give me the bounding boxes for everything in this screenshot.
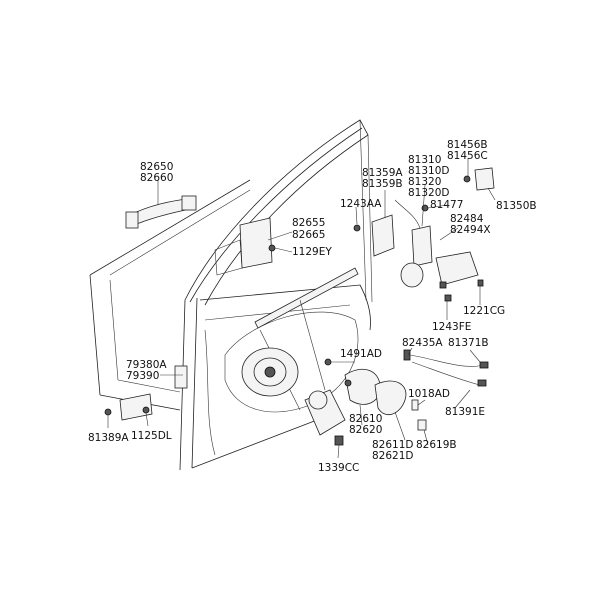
label-82619B: 82619B: [416, 439, 457, 451]
label-1018AD: 1018AD: [408, 388, 450, 400]
lock-cover: [371, 214, 395, 257]
label-81456C: 81456C: [447, 150, 488, 162]
leader-lines: [107, 158, 496, 459]
label-82650: 82650: [140, 161, 173, 173]
label-81389A: 81389A: [88, 432, 129, 444]
label-81456B: 81456B: [447, 139, 488, 151]
lock-cables: [403, 349, 489, 431]
label-1221CG: 1221CG: [463, 305, 505, 317]
regulator-drum: [241, 347, 299, 397]
label-81477: 81477: [430, 199, 463, 211]
door-lock-assembly: [394, 199, 433, 288]
actuator-bracket: [435, 251, 484, 302]
label-79380A: 79380A: [126, 359, 167, 371]
label-82484: 82484: [450, 213, 484, 225]
outside-handle: [125, 195, 197, 229]
label-81371B: 81371B: [448, 337, 489, 349]
striker: [463, 167, 495, 191]
label-82665: 82665: [292, 229, 325, 241]
inside-handle: [344, 368, 407, 416]
label-81310: 81310: [408, 154, 441, 166]
label-82494X: 82494X: [450, 224, 491, 236]
bolt-1243AA: [353, 224, 361, 232]
label-1125DL: 1125DL: [131, 430, 172, 442]
handle-base: [214, 217, 276, 276]
label-81359B: 81359B: [362, 178, 403, 190]
label-81350B: 81350B: [496, 200, 537, 212]
label-81310D: 81310D: [408, 165, 450, 177]
label-82435A: 82435A: [402, 337, 443, 349]
label-1129EY: 1129EY: [292, 246, 332, 258]
label-81320: 81320: [408, 176, 441, 188]
label-79390: 79390: [126, 370, 159, 382]
door-checker: [104, 365, 188, 421]
label-81320D: 81320D: [408, 187, 450, 199]
label-81391E: 81391E: [445, 406, 485, 418]
window-motor: [304, 389, 346, 446]
label-81359A: 81359A: [362, 167, 403, 179]
label-82610: 82610: [349, 413, 382, 425]
label-1243AA: 1243AA: [340, 198, 382, 210]
label-82660: 82660: [140, 172, 173, 184]
label-82620: 82620: [349, 424, 382, 436]
part-labels: 82650 82660 82655 82665 1129EY 1243AA 81…: [88, 139, 537, 474]
label-82611D: 82611D: [372, 439, 414, 451]
label-82655: 82655: [292, 217, 325, 229]
label-1243FE: 1243FE: [432, 321, 471, 333]
label-82621D: 82621D: [372, 450, 414, 462]
label-1339CC: 1339CC: [318, 462, 359, 474]
label-1491AD: 1491AD: [340, 348, 382, 360]
